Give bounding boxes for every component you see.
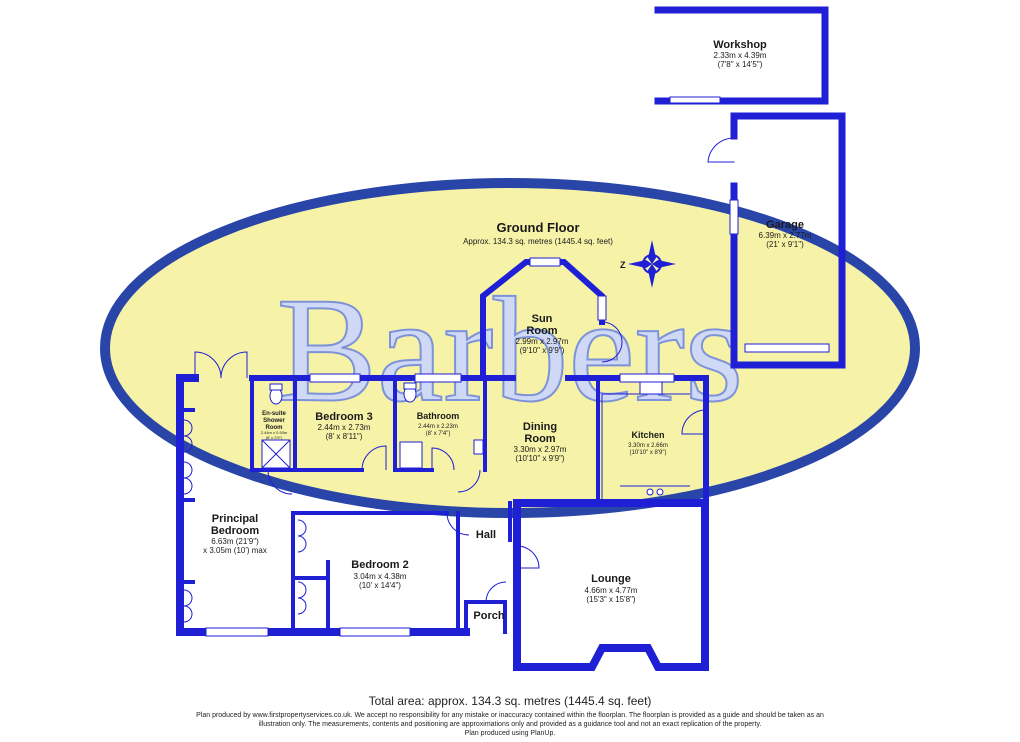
garage-ft: (21' x 9'1") [766, 240, 804, 249]
bathroom-name: Bathroom [417, 411, 460, 421]
workshop-name: Workshop [713, 39, 767, 51]
workshop-m: 2.33m x 4.39m [714, 51, 767, 60]
ensuite-name3: Room [266, 425, 283, 431]
credit-text: Plan produced using PlanUp. [464, 730, 556, 737]
total-area: Total area: approx. 134.3 sq. metres (14… [368, 694, 652, 708]
bedroom2-name: Bedroom 2 [351, 559, 408, 571]
principal-name2: Bedroom [211, 525, 260, 537]
bedroom2-ft: (10' x 14'4") [359, 581, 401, 590]
lounge-m: 4.66m x 4.77m [585, 586, 638, 595]
kitchen-m: 3.30m x 2.66m [628, 443, 668, 449]
principal-ft: x 3.05m (10') max [203, 546, 267, 555]
bedroom3-ft: (8' x 8'11") [326, 432, 363, 441]
workshop-walls [654, 6, 829, 105]
garage-walls [707, 112, 846, 369]
windows [205, 257, 675, 637]
kitchen-worktop [601, 393, 690, 500]
kitchen-name: Kitchen [631, 430, 664, 440]
garage-m: 6.39m x 2.77m [759, 231, 812, 240]
dining-name2: Room [524, 433, 555, 445]
lounge-name: Lounge [591, 573, 631, 585]
sunroom-ft: (9'10" x 9'9") [520, 346, 565, 355]
lounge-ft: (15'3" x 15'8") [586, 595, 636, 604]
dining-name: Dining [523, 421, 557, 433]
disclaimer: Plan produced by www.firstpropertyservic… [0, 711, 1020, 738]
ensuite-name2: Shower [263, 418, 285, 424]
sunroom-m: 2.99m x 2.97m [516, 337, 569, 346]
doors [194, 321, 707, 603]
floor-area: Approx. 134.3 sq. metres (1445.4 sq. fee… [463, 237, 613, 246]
sunroom-name2: Room [526, 325, 557, 337]
dining-m: 3.30m x 2.97m [514, 445, 567, 454]
fixtures [261, 381, 690, 500]
kitchen-sink-icon [639, 381, 663, 395]
workshop-ft: (7'8" x 14'5") [718, 60, 763, 69]
disclaimer-text: Plan produced by www.firstpropertyservic… [196, 712, 824, 728]
house-walls [176, 259, 709, 671]
principal-m: 6.63m (21'9") [211, 537, 259, 546]
porch-name: Porch [473, 610, 504, 622]
bedroom3-m: 2.44m x 2.73m [318, 423, 371, 432]
ensuite-m: 2.44m x 0.93m [261, 430, 288, 435]
garage-name: Garage [766, 219, 804, 231]
bathroom-m: 2.44m x 2.23m [418, 424, 458, 430]
principal-name: Principal [212, 513, 258, 525]
bathroom-ft: (8' x 7'4") [426, 431, 451, 437]
sunroom-name: Sun [532, 313, 553, 325]
dining-ft: (10'10" x 9'9") [515, 454, 565, 463]
hob-icon [646, 488, 654, 496]
room-labels: Workshop 2.33m x 4.39m (7'8" x 14'5") Ga… [203, 39, 812, 622]
compass-icon: Z [620, 240, 676, 288]
kitchen-ft: (10'10" x 8'9") [630, 450, 667, 456]
floor-title: Ground Floor [496, 220, 579, 235]
bedroom2-m: 3.04m x 4.38m [354, 572, 407, 581]
bedroom3-name: Bedroom 3 [315, 411, 372, 423]
watermark-text: Barbers [277, 267, 743, 433]
bathroom-sink-icon [473, 439, 484, 455]
ensuite-name: En-suite [262, 411, 286, 417]
ensuite-ft: (8' x 2'9") [266, 435, 283, 440]
watermark-logo: Barbers [100, 178, 920, 518]
wardrobes [180, 408, 330, 632]
bath-icon [399, 441, 423, 469]
compass-label: Z [620, 260, 626, 270]
hall-name: Hall [476, 529, 496, 541]
